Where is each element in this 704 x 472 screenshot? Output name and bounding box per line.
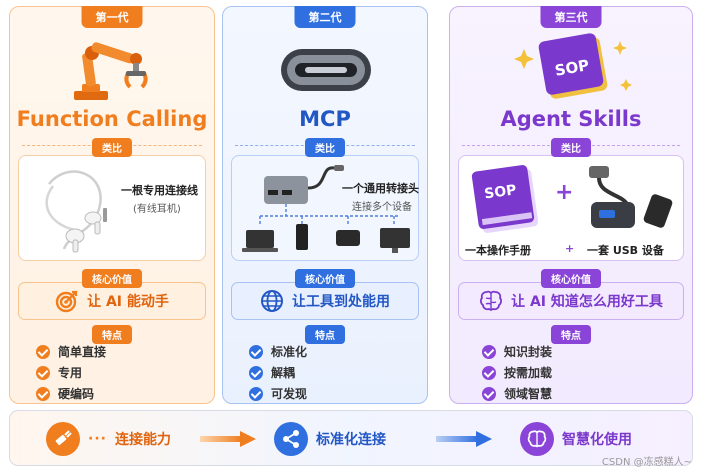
evolution-flow-bar: ··· 连接能力 标准化连接 智慧化使用: [9, 410, 693, 466]
manual-book-icon: SOP: [471, 165, 539, 233]
analogy-chip: 类比: [551, 138, 591, 157]
earphones-icon: [45, 170, 107, 253]
core-value-text: 让 AI 知道怎么用好工具: [511, 294, 663, 310]
core-value-chip: 核心价值: [82, 269, 142, 288]
feature-item: 硬编码: [36, 383, 106, 404]
features-chip: 特点: [305, 325, 345, 344]
core-value-text: 让 AI 能动手: [87, 294, 169, 310]
analogy-main-text: 一个通用转接头: [342, 182, 419, 195]
arrow-right-icon: [436, 431, 492, 447]
feature-item: 专用: [36, 362, 106, 383]
features-chip: 特点: [92, 325, 132, 344]
flow-step-label: 连接能力: [114, 432, 171, 448]
generation-tag: 第二代: [294, 6, 356, 28]
check-icon: [249, 365, 263, 380]
target-icon: [55, 290, 78, 313]
check-icon: [482, 344, 496, 359]
column-title: MCP: [299, 107, 351, 131]
check-icon: [249, 386, 263, 401]
usb-c-port-icon: [223, 29, 427, 105]
share-nodes-icon: [274, 422, 308, 456]
features-chip: 特点: [551, 325, 591, 344]
analogy-panel: 一根专用连接线 (有线耳机): [18, 155, 206, 261]
check-icon: [249, 344, 263, 359]
core-value-text: 让工具到处能用: [292, 294, 390, 310]
robot-arm-icon: [10, 29, 214, 105]
feature-item: 按需加载: [482, 362, 552, 383]
feature-item: 简单直接: [36, 341, 106, 362]
column-mcp: 第二代 MCP 一个通用转接头 连接多个设备 类比: [222, 6, 428, 404]
check-icon: [36, 344, 50, 359]
flow-step-smart-use: 智慧化使用: [520, 411, 632, 467]
generation-tag: 第三代: [540, 6, 602, 28]
analogy-sub-text: 连接多个设备: [352, 202, 412, 213]
feature-list: 简单直接 专用 硬编码: [36, 341, 106, 404]
flow-step-label: 智慧化使用: [562, 432, 632, 448]
feature-item: 知识封装: [482, 341, 552, 362]
check-icon: [482, 386, 496, 401]
feature-item: 标准化: [249, 341, 307, 362]
generation-tag: 第一代: [81, 6, 143, 28]
usb-adapter-icon: [589, 166, 673, 228]
feature-item: 解耦: [249, 362, 307, 383]
flow-step-connect: ··· 连接能力: [46, 411, 171, 467]
column-function-calling: 第一代 Function Calling 一根专用连接线 (有线耳机): [9, 6, 215, 404]
sop-book-icon: SOP: [450, 29, 692, 105]
usb-hub-icon: [242, 165, 410, 253]
analogy-chip: 类比: [305, 138, 345, 157]
analogy-right-text: 一套 USB 设备: [587, 244, 664, 257]
brain-icon: [520, 422, 554, 456]
column-title: Agent Skills: [500, 107, 642, 131]
analogy-panel: 一个通用转接头 连接多个设备: [231, 155, 419, 261]
column-title: Function Calling: [16, 107, 208, 131]
analogy-sub-text: (有线耳机): [133, 204, 181, 215]
check-icon: [36, 365, 50, 380]
connector-icon: [46, 422, 80, 456]
feature-item: 可发现: [249, 383, 307, 404]
core-value-chip: 核心价值: [295, 269, 355, 288]
check-icon: [482, 365, 496, 380]
column-agent-skills: 第三代 SOP Agent Skills SOP + 一本操作手册 + 一: [449, 6, 693, 404]
analogy-left-text: 一本操作手册: [465, 244, 531, 257]
analogy-chip: 类比: [92, 138, 132, 157]
manual-book-label: SOP: [483, 182, 517, 202]
core-value-chip: 核心价值: [541, 269, 601, 288]
hero-book-label: SOP: [553, 56, 590, 80]
core-value-panel: 让 AI 知道怎么用好工具: [458, 282, 684, 320]
brain-icon: [480, 290, 503, 312]
analogy-panel: SOP + 一本操作手册 + 一套 USB 设备: [458, 155, 684, 261]
feature-list: 知识封装 按需加载 领域智慧: [482, 341, 552, 404]
feature-list: 标准化 解耦 可发现: [249, 341, 307, 404]
flow-step-label: 标准化连接: [316, 432, 386, 448]
arrow-right-icon: [200, 431, 256, 447]
flow-step-standardize: 标准化连接: [274, 411, 386, 467]
check-icon: [36, 386, 50, 401]
plus-sign: +: [555, 180, 574, 205]
watermark: CSDN @冻感糕人~: [601, 457, 692, 468]
feature-item: 领域智慧: [482, 383, 552, 404]
analogy-plus-text: +: [565, 242, 575, 255]
analogy-main-text: 一根专用连接线: [121, 184, 198, 197]
core-value-panel: 让工具到处能用: [231, 282, 419, 320]
globe-icon: [261, 290, 283, 312]
